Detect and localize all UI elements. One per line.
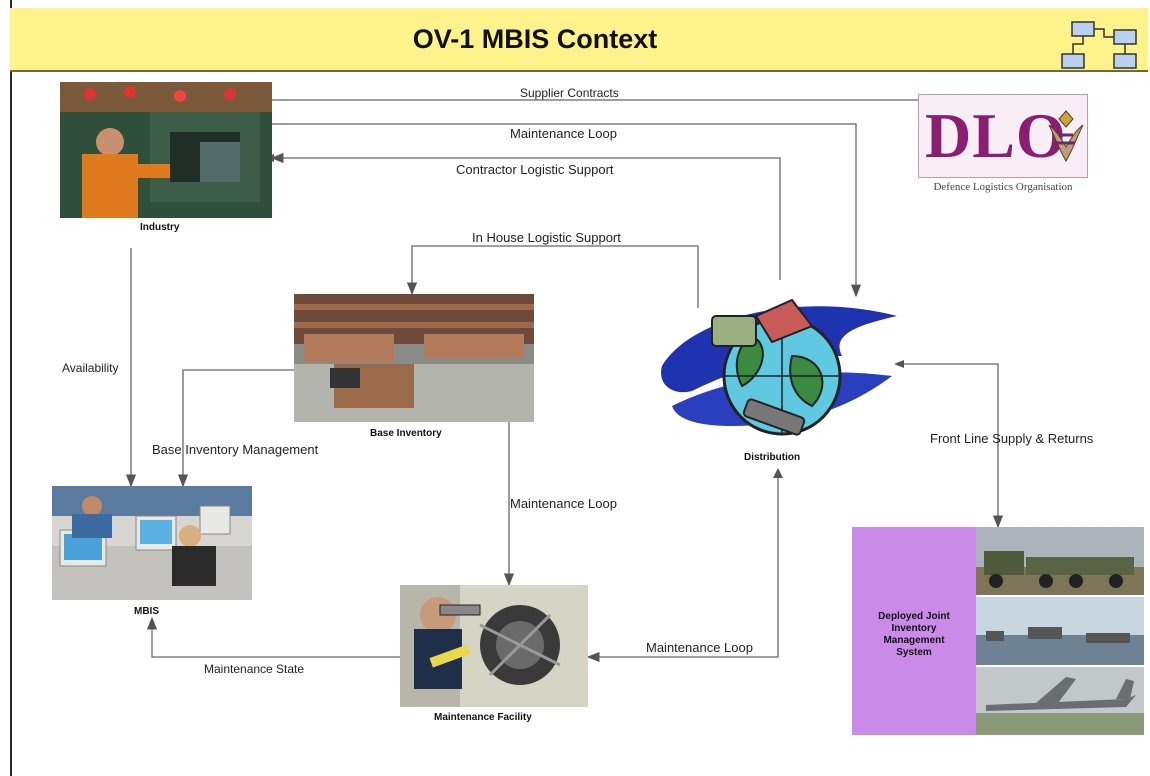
maintenance-loop-mid-label: Maintenance Loop — [510, 496, 617, 511]
djims-title-line: Inventory — [891, 623, 937, 634]
base-inventory-mgmt-arrow — [177, 369, 294, 488]
crest-icon — [1048, 110, 1084, 162]
front-line-supply-arrow — [900, 363, 1004, 529]
maintenance-loop-top-label: Maintenance Loop — [510, 126, 617, 141]
military-assets-image — [976, 527, 1144, 735]
maintenance-state-arrow — [146, 616, 400, 658]
in-house-support-label: In House Logistic Support — [472, 230, 621, 245]
maintenance-loop-top-arrow — [272, 123, 862, 298]
maintenance-facility-label: Maintenance Facility — [434, 712, 532, 723]
base-inventory-label: Base Inventory — [370, 428, 442, 439]
maintenance-state-label: Maintenance State — [204, 662, 305, 676]
org-chart-icon — [1061, 21, 1137, 69]
djims-panel: Deployed Joint Inventory Management Syst… — [852, 527, 1144, 735]
djims-title-line: System — [896, 647, 932, 658]
title-bar: OV-1 MBIS Context — [10, 8, 1148, 72]
base-inventory-mgmt-label: Base Inventory Management — [152, 442, 319, 457]
availability-label: Availability — [62, 361, 119, 375]
maintenance-loop-bottom-label: Maintenance Loop — [646, 640, 753, 655]
distribution-globe-image — [652, 296, 902, 446]
dlo-logo: DLO — [918, 94, 1088, 178]
maintenance-facility-image — [400, 585, 588, 707]
dlo-logo-letters: DLO — [925, 100, 1067, 171]
base-inventory-image — [294, 294, 534, 422]
front-line-supply-label: Front Line Supply & Returns — [930, 431, 1094, 446]
page-title: OV-1 MBIS Context — [412, 24, 658, 54]
mbis-label: MBIS — [134, 606, 159, 617]
industry-label: Industry — [140, 222, 180, 233]
maintenance-loop-bottom-arrow — [586, 474, 779, 663]
djims-title-line: Deployed Joint — [878, 611, 950, 622]
djims-title: Deployed Joint Inventory Management Syst… — [856, 611, 972, 659]
frame-border — [10, 0, 12, 776]
contractor-support-label: Contractor Logistic Support — [456, 162, 614, 177]
djims-label-panel: Deployed Joint Inventory Management Syst… — [852, 527, 976, 735]
in-house-support-arrow — [406, 245, 699, 308]
industry-image — [60, 82, 272, 218]
mbis-image — [52, 486, 252, 600]
distribution-label: Distribution — [744, 452, 801, 463]
supplier-contracts-label: Supplier Contracts — [520, 86, 619, 100]
dlo-logo-subtitle: Defence Logistics Organisation — [933, 181, 1073, 193]
djims-title-line: Management — [883, 635, 945, 646]
contractor-support-arrow — [270, 152, 781, 280]
